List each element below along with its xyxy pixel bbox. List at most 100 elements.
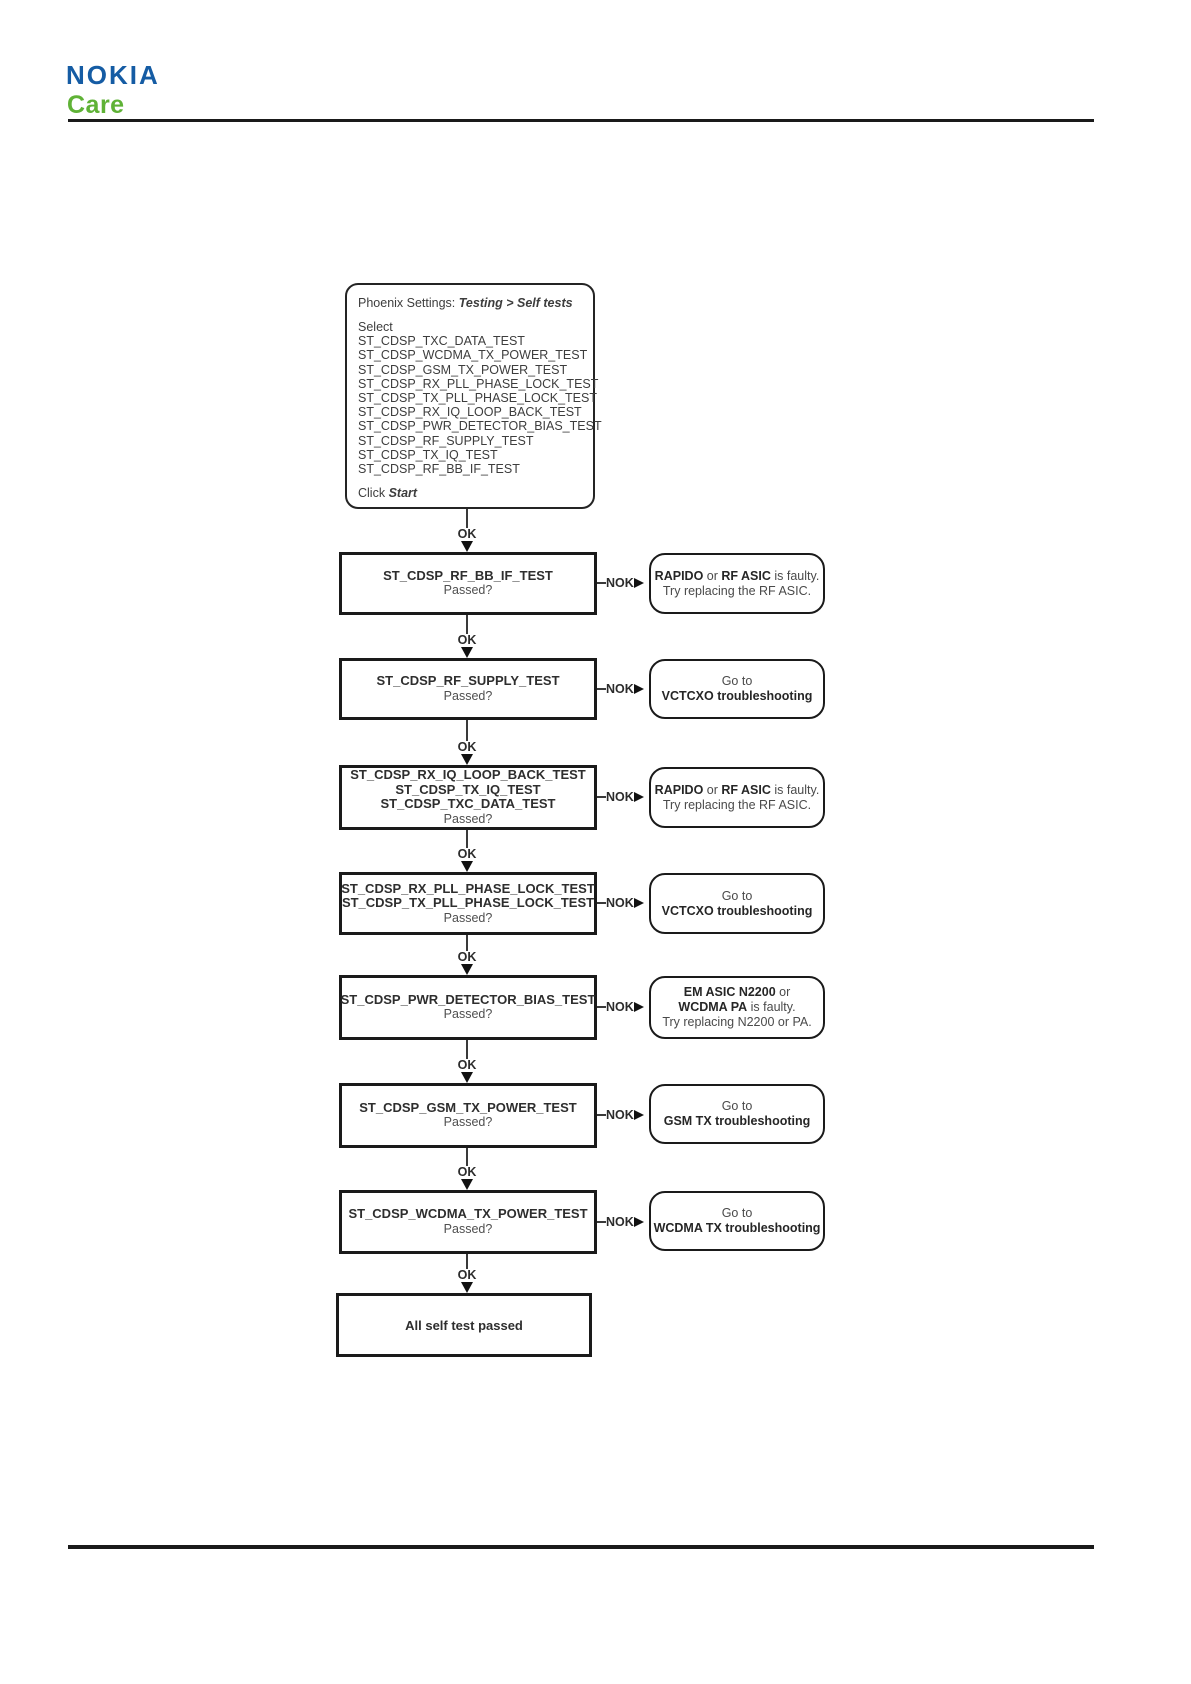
result-text-line: Go to <box>721 1206 753 1220</box>
ok-connector: OK <box>447 1148 487 1190</box>
ok-label: OK <box>457 527 477 541</box>
start-box: Phoenix Settings: Testing > Self tests S… <box>345 283 602 509</box>
result-text-line: Try replacing the RF ASIC. <box>662 583 812 598</box>
nok-result-box: RAPIDO or RF ASIC is faulty.Try replacin… <box>649 553 825 614</box>
arrow-down-icon <box>461 541 473 552</box>
list-item: ST_CDSP_WCDMA_TX_POWER_TEST <box>348 1206 588 1222</box>
result-text-line: RAPIDO or RF ASIC is faulty. <box>654 568 820 583</box>
click-start-line: Click Start <box>358 486 582 500</box>
ok-label: OK <box>457 740 477 754</box>
flow-line <box>597 1114 606 1116</box>
nok-connector: NOK <box>597 789 649 805</box>
list-item: ST_CDSP_RF_SUPPLY_TEST <box>376 673 560 689</box>
nok-label: NOK <box>606 681 634 696</box>
list-item: ST_CDSP_GSM_TX_POWER_TEST <box>358 362 568 377</box>
nok-connector: NOK <box>597 1214 649 1230</box>
arrow-right-icon <box>633 1217 644 1227</box>
list-item: ST_CDSP_PWR_DETECTOR_BIAS_TEST <box>358 419 602 434</box>
end-label: All self test passed <box>405 1317 523 1333</box>
list-item: ST_CDSP_RX_IQ_LOOP_BACK_TEST <box>358 405 582 420</box>
test-names: ST_CDSP_PWR_DETECTOR_BIAS_TEST <box>341 992 596 1008</box>
nokia-logo: NOKIA <box>66 60 160 90</box>
flow-line <box>466 509 468 528</box>
nok-label: NOK <box>606 1214 634 1229</box>
passed-question: Passed? <box>443 583 493 598</box>
passed-question: Passed? <box>443 1007 493 1022</box>
ok-connector: OK <box>447 935 487 975</box>
result-text-line: Try replacing N2200 or PA. <box>662 1015 812 1029</box>
list-item: ST_CDSP_TXC_DATA_TEST <box>380 796 556 812</box>
ok-label: OK <box>457 950 477 964</box>
flow-line <box>466 720 468 741</box>
nok-label: NOK <box>606 575 634 590</box>
result-text-line: EM ASIC N2200 or <box>683 985 791 999</box>
test-step-box: ST_CDSP_RF_SUPPLY_TEST Passed? <box>339 658 597 720</box>
arrow-down-icon <box>461 647 473 658</box>
result-text-line: VCTCXO troubleshooting <box>661 689 813 703</box>
nok-connector: NOK <box>597 681 649 697</box>
result-text-line: Go to <box>721 888 753 903</box>
result-text-line: Go to <box>721 674 753 688</box>
care-logo: Care <box>67 91 125 119</box>
settings-title: Phoenix Settings: Testing > Self tests <box>358 296 582 310</box>
ok-connector: OK <box>447 615 487 658</box>
test-names: ST_CDSP_WCDMA_TX_POWER_TEST <box>348 1207 587 1222</box>
list-item: ST_CDSP_RX_PLL_PHASE_LOCK_TEST <box>341 880 595 896</box>
ok-label: OK <box>457 1268 477 1282</box>
flow-line <box>466 1254 468 1269</box>
arrow-right-icon <box>633 792 644 802</box>
nok-connector: NOK <box>597 895 649 911</box>
nok-connector: NOK <box>597 1107 649 1123</box>
flow-line <box>597 796 606 798</box>
header-rule <box>68 119 1094 122</box>
list-item: ST_CDSP_RF_SUPPLY_TEST <box>358 433 534 448</box>
result-text-line: VCTCXO troubleshooting <box>661 903 813 918</box>
arrow-down-icon <box>461 754 473 765</box>
list-item: ST_CDSP_RF_BB_IF_TEST <box>383 567 553 583</box>
arrow-right-icon <box>633 898 644 908</box>
nok-label: NOK <box>606 895 634 910</box>
ok-connector: OK <box>447 830 487 872</box>
list-item: ST_CDSP_TXC_DATA_TEST <box>358 334 525 349</box>
result-text-line: Go to <box>721 1099 753 1113</box>
nok-connector: NOK <box>597 999 649 1015</box>
settings-title-prefix: Phoenix Settings: <box>358 296 459 310</box>
test-step-box: ST_CDSP_PWR_DETECTOR_BIAS_TEST Passed? <box>339 975 597 1040</box>
arrow-down-icon <box>461 1179 473 1190</box>
list-item: ST_CDSP_WCDMA_TX_POWER_TEST <box>358 348 588 363</box>
select-label: Select <box>358 320 393 334</box>
arrow-right-icon <box>633 1110 644 1120</box>
arrow-right-icon <box>633 1002 644 1012</box>
flow-line <box>466 1148 468 1166</box>
flow-line <box>466 1040 468 1059</box>
settings-title-path: Testing > Self tests <box>458 296 573 310</box>
ok-label: OK <box>457 633 477 647</box>
flow-line <box>597 1006 606 1008</box>
arrow-right-icon <box>633 684 644 694</box>
flow-line <box>466 830 468 848</box>
nok-label: NOK <box>606 999 634 1014</box>
ok-connector: OK <box>447 509 487 552</box>
ok-connector: OK <box>447 1254 487 1293</box>
flow-line <box>597 582 606 584</box>
list-item: ST_CDSP_TX_IQ_TEST <box>395 781 541 797</box>
end-box: All self test passed <box>336 1293 592 1357</box>
result-text-line: RAPIDO or RF ASIC is faulty. <box>654 782 820 797</box>
nok-result-box: RAPIDO or RF ASIC is faulty.Try replacin… <box>649 767 825 828</box>
ok-label: OK <box>457 1058 477 1072</box>
ok-label: OK <box>457 847 477 861</box>
passed-question: Passed? <box>443 1115 493 1130</box>
test-step-box: ST_CDSP_GSM_TX_POWER_TEST Passed? <box>339 1083 597 1148</box>
test-step-box: ST_CDSP_WCDMA_TX_POWER_TEST Passed? <box>339 1190 597 1254</box>
list-item: ST_CDSP_TX_IQ_TEST <box>358 447 498 462</box>
